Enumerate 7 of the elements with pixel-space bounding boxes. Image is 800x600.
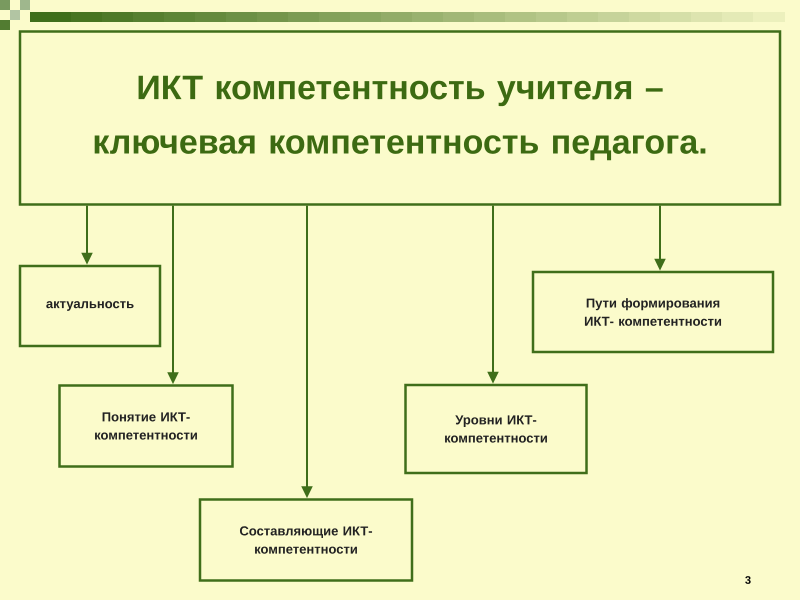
topic-box: Пути формирования ИКТ- компетентности bbox=[532, 270, 774, 354]
topic-box: Уровни ИКТ- компетентности bbox=[404, 384, 588, 474]
topic-box: Понятие ИКТ- компетентности bbox=[58, 384, 234, 468]
topic-box: актуальность bbox=[18, 264, 162, 348]
topic-box: Составляющие ИКТ- компетентности bbox=[198, 498, 414, 582]
title-box: ИКТ компетентность учителя – ключевая компетентность педагога. bbox=[18, 30, 782, 206]
page-number: 3 bbox=[745, 576, 751, 584]
